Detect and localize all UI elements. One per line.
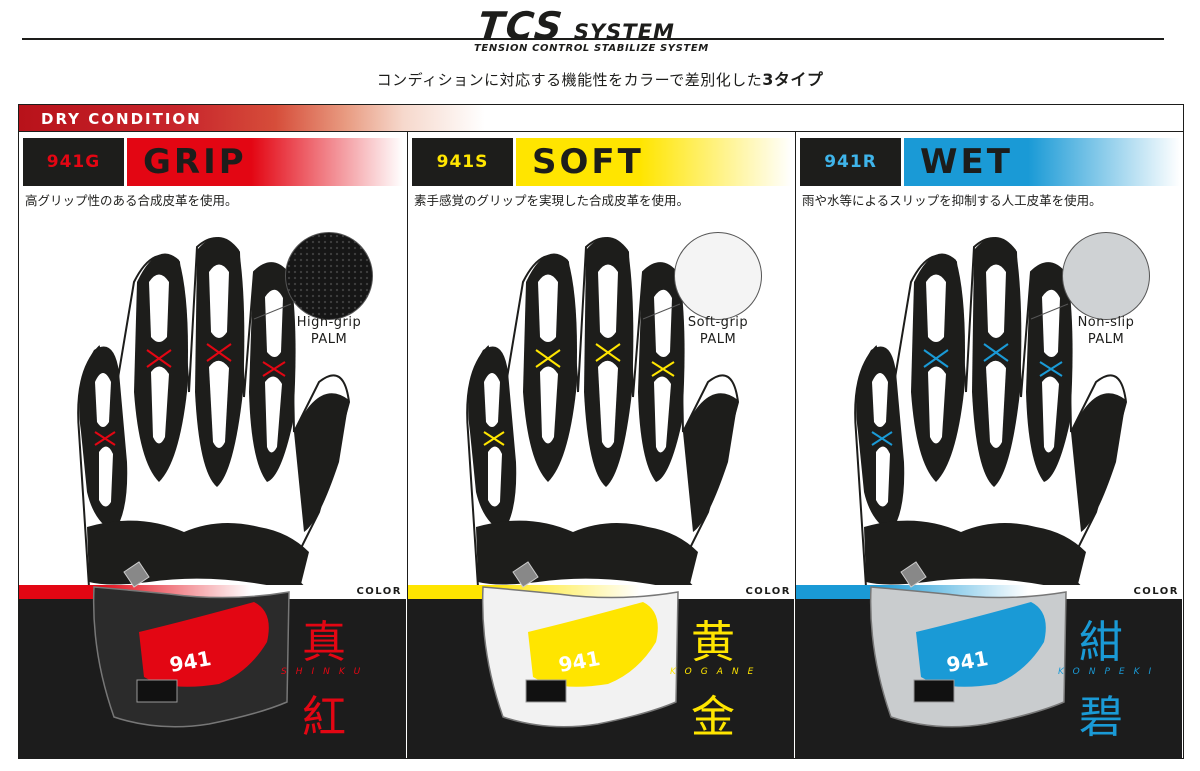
- header: TCS SYSTEM TENSION CONTROL STABILIZE SYS…: [0, 0, 1200, 100]
- palm-label-line1: Soft-grip: [687, 315, 749, 330]
- palm-material-swatch: [1062, 232, 1150, 320]
- label-tag: [913, 679, 955, 703]
- badge-icon: [123, 561, 150, 588]
- product-panels: 941G GRIP 高グリップ性のある合成皮革を使用。: [18, 132, 1184, 759]
- color-label: COLOR: [1133, 586, 1179, 597]
- palm-label: Soft-grip PALM: [670, 314, 766, 348]
- code-row: 941G GRIP: [23, 138, 403, 186]
- description: 雨や水等によるスリップを抑制する人工皮革を使用。: [802, 193, 1102, 208]
- color-kanji-2: 碧: [1079, 692, 1123, 743]
- label-tag: [525, 679, 567, 703]
- logo-sub: SYSTEM: [573, 20, 675, 44]
- badge-icon: [900, 561, 927, 588]
- finger-frame-4: [249, 262, 296, 482]
- description: 素手感覚のグリップを実現した合成皮革を使用。: [414, 193, 690, 208]
- color-label: COLOR: [745, 586, 791, 597]
- color-romaji: KOGANE: [670, 667, 763, 677]
- color-kanji-2: 紅: [302, 692, 346, 743]
- model-code: 941S: [412, 138, 513, 186]
- model-code: 941G: [23, 138, 124, 186]
- type-name: SOFT: [532, 142, 644, 182]
- palm-material-swatch: [285, 232, 373, 320]
- color-kanji-1: 真: [302, 617, 346, 668]
- thumb: [294, 393, 349, 532]
- type-band: SOFT: [516, 138, 792, 186]
- badge-icon: [512, 561, 539, 588]
- color-kanji-1: 紺: [1079, 617, 1123, 668]
- condition-bar: DRY CONDITION: [18, 104, 1184, 132]
- thumb: [1071, 393, 1126, 532]
- tagline-text: コンディションに対応する機能性をカラーで差別化した: [376, 71, 763, 89]
- code-row: 941R WET: [800, 138, 1180, 186]
- description: 高グリップ性のある合成皮革を使用。: [25, 193, 238, 208]
- palm-label: High-grip PALM: [281, 314, 377, 348]
- panel-soft: 941S SOFT 素手感覚のグリップを実現した合成皮革を使用。: [407, 132, 794, 759]
- finger-frame-4: [1026, 262, 1073, 482]
- type-name: WET: [920, 142, 1013, 182]
- glove-lower-illustration: 941: [92, 561, 290, 728]
- panel-wet: 941R WET 雨や水等によるスリップを抑制する人工皮革を使用。: [795, 132, 1182, 759]
- tcs-logo: TCS SYSTEM: [476, 4, 675, 48]
- color-romaji: SHINKU: [281, 667, 370, 677]
- palm-label-line2: PALM: [310, 332, 348, 347]
- cuff-accent-patch: [528, 602, 658, 687]
- logo-subtitle: TENSION CONTROL STABILIZE SYSTEM: [474, 43, 709, 54]
- logo-main: TCS: [475, 4, 567, 48]
- panel-grip: 941G GRIP 高グリップ性のある合成皮革を使用。: [19, 132, 406, 759]
- palm-label: Non-slip PALM: [1058, 314, 1154, 348]
- palm-label-line2: PALM: [699, 332, 737, 347]
- label-tag: [136, 679, 178, 703]
- color-label: COLOR: [356, 586, 402, 597]
- cuff-accent-patch: [916, 602, 1046, 687]
- tagline: コンディションに対応する機能性をカラーで差別化した3タイプ: [0, 66, 1200, 90]
- model-code: 941R: [800, 138, 901, 186]
- type-name: GRIP: [143, 142, 247, 182]
- type-band: WET: [904, 138, 1180, 186]
- palm-label-line1: Non-slip: [1077, 315, 1135, 330]
- glove-lower-illustration: 941: [481, 561, 679, 728]
- glove-lower-illustration: 941: [869, 561, 1067, 728]
- palm-material-swatch: [674, 232, 762, 320]
- palm-label-line2: PALM: [1087, 332, 1125, 347]
- condition-label: DRY CONDITION: [41, 110, 202, 128]
- cuff-accent-patch: [139, 602, 269, 687]
- type-band: GRIP: [127, 138, 403, 186]
- color-kanji-2: 金: [691, 692, 735, 743]
- palm-label-line1: High-grip: [296, 315, 362, 330]
- color-kanji-1: 黄: [691, 617, 735, 668]
- header-rule: [22, 38, 1164, 40]
- code-row: 941S SOFT: [412, 138, 792, 186]
- thumb: [683, 393, 738, 532]
- tagline-bold: 3タイプ: [762, 70, 824, 89]
- color-romaji: KONPEKI: [1058, 667, 1161, 677]
- finger-frame-4: [638, 262, 685, 482]
